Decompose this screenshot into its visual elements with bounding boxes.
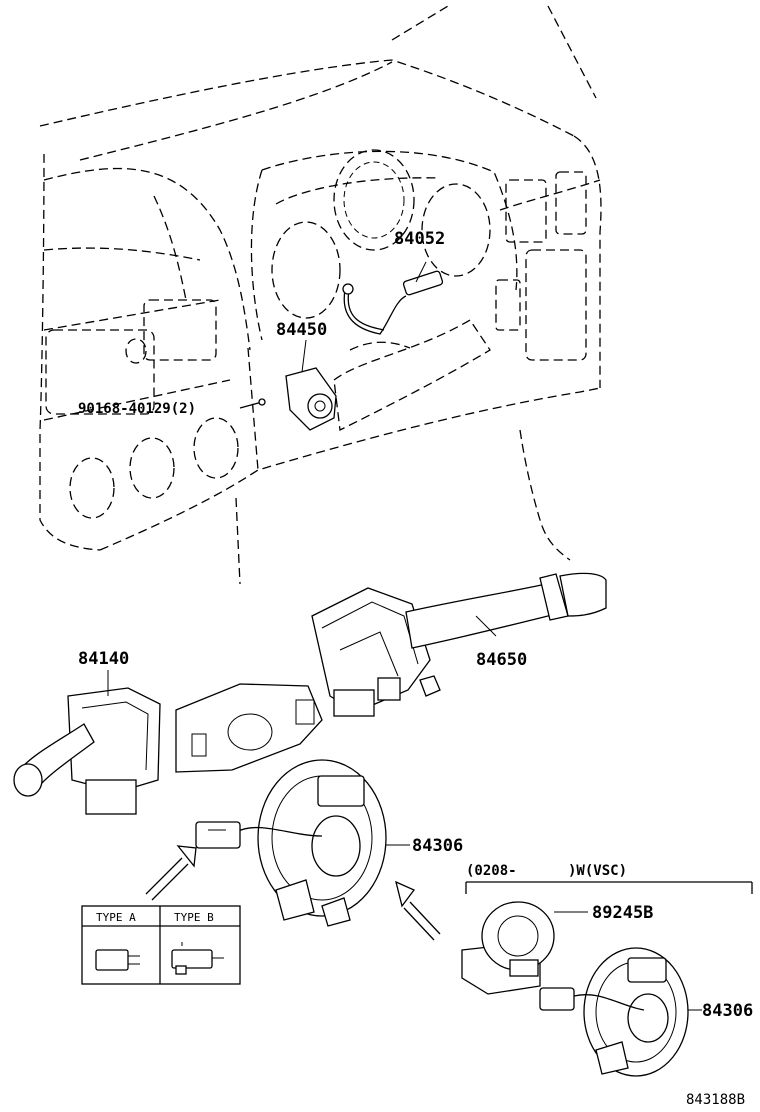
callout-arrow-vsc [395, 880, 441, 941]
label-84306-vsc: 84306 [702, 1001, 753, 1021]
label-84306: 84306 [412, 836, 463, 856]
dashboard-outline [39, 5, 602, 585]
label-89245B: 89245B [592, 903, 653, 923]
spiral-cable-84306-vsc [539, 947, 702, 1077]
table-header-type-b: TYPE B [174, 911, 214, 924]
label-84140: 84140 [78, 649, 129, 669]
ignition-switch-84450 [239, 339, 337, 431]
sensor-84052 [342, 261, 444, 335]
label-90168-40129: 90168-40129(2) [78, 401, 196, 417]
steering-sensor-89245B [461, 901, 588, 995]
combination-switch-84650 [311, 572, 607, 717]
label-84052: 84052 [394, 229, 445, 249]
label-84650: 84650 [476, 650, 527, 670]
spiral-cable-84306 [195, 759, 410, 927]
wiper-switch-84140 [13, 670, 161, 815]
label-84450: 84450 [276, 320, 327, 340]
vsc-bracket [465, 881, 753, 894]
table-header-type-a: TYPE A [96, 911, 136, 924]
connector-type-table [81, 905, 241, 985]
cover-plate [175, 683, 323, 773]
label-vsc-suffix: )W(VSC) [568, 863, 627, 879]
callout-arrow-type [145, 845, 197, 901]
illustration-code: 843188B [686, 1092, 745, 1108]
label-vsc-date-code: (0208- [466, 863, 517, 879]
